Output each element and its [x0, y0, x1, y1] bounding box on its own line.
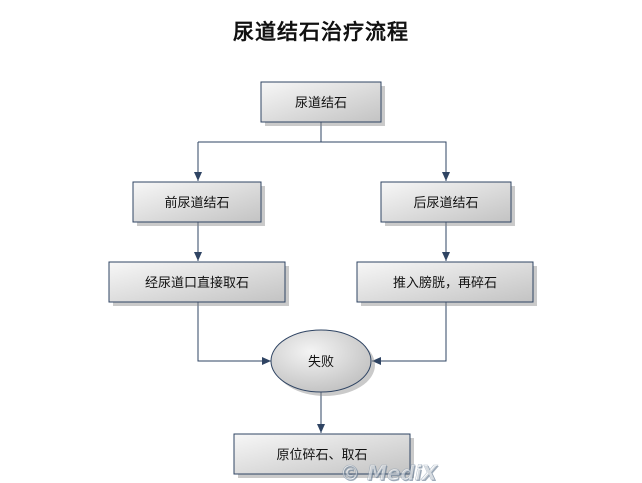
- node-push-into-bladder: 推入膀胱，再碎石: [356, 261, 537, 306]
- node-anterior-calculus: 前尿道结石: [132, 181, 265, 226]
- node-label-direct-removal: 经尿道口直接取石: [145, 275, 249, 291]
- connector-to-posterior: [321, 141, 450, 181]
- node-in-situ-lithotripsy: 原位碎石、取石: [233, 433, 414, 478]
- node-failure: 失败: [270, 329, 375, 396]
- node-direct-removal: 经尿道口直接取石: [108, 261, 289, 306]
- node-label-push-bladder: 推入膀胱，再碎石: [393, 275, 497, 291]
- node-label-in-situ: 原位碎石、取石: [276, 448, 367, 463]
- connector-direct-to-failure: [197, 302, 271, 365]
- node-label-anterior: 前尿道结石: [164, 195, 229, 211]
- node-label-failure: 失败: [308, 355, 334, 370]
- connectors: [197, 122, 450, 433]
- page-title: 尿道结石治疗流程: [233, 20, 409, 44]
- connector-push-to-failure: [372, 302, 447, 365]
- watermark-text: © MediX: [341, 462, 440, 483]
- watermark-logo: © MediX © MediX: [340, 461, 440, 483]
- node-posterior-calculus: 后尿道结石: [380, 181, 515, 226]
- node-label-posterior: 后尿道结石: [413, 196, 478, 211]
- watermark-text-highlight: © MediX: [340, 461, 439, 483]
- node-label-start: 尿道结石: [295, 96, 347, 111]
- connector-to-anterior: [198, 141, 321, 181]
- node-urethral-calculus: 尿道结石: [260, 81, 385, 126]
